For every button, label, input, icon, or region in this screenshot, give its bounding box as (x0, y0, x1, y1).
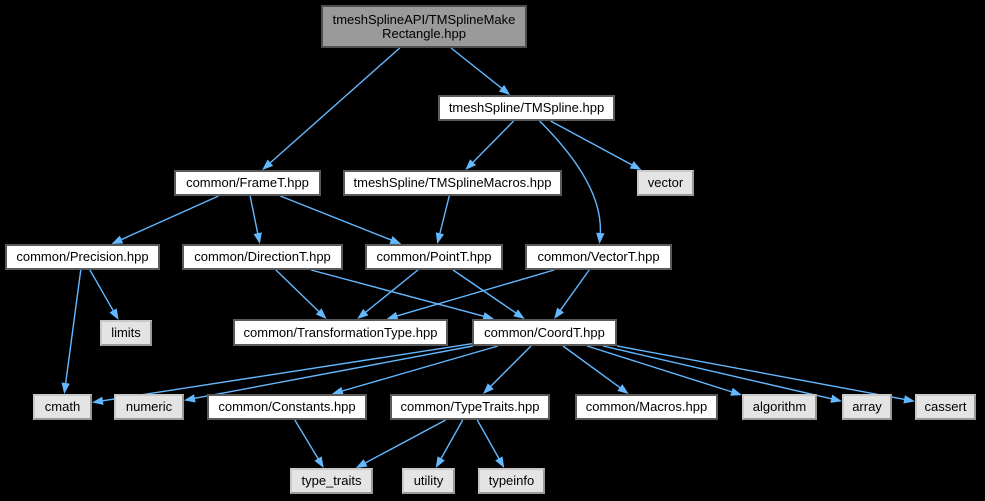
edge-tmspline-to-tmsmacros (471, 120, 515, 165)
graph-node-precision[interactable]: common/Precision.hpp (5, 244, 160, 270)
graph-node-root: tmeshSplineAPI/TMSplineMake Rectangle.hp… (321, 5, 527, 48)
edge-tmspline-to-vectort (539, 120, 602, 236)
graph-node-typeinfo: typeinfo (478, 468, 545, 494)
graph-node-cassert: cassert (915, 394, 976, 420)
arrowhead-root-to-tmspline (498, 84, 511, 95)
graph-node-numeric: numeric (114, 394, 184, 420)
arrowhead-tmspline-to-vectort (596, 232, 605, 244)
arrowhead-precision-to-cmath (61, 382, 70, 394)
arrowhead-tmsmacros-to-point (435, 232, 444, 244)
edge-frame-to-precision (119, 195, 219, 241)
arrowhead-constants-to-type_traits (314, 456, 324, 468)
edge-direction-to-coord (310, 269, 486, 318)
edge-coord-to-typetraits (488, 345, 532, 389)
graph-node-vectort[interactable]: common/VectorT.hpp (525, 244, 672, 270)
arrowhead-coord-to-cmath (92, 396, 104, 405)
edge-point-to-coord (452, 269, 518, 315)
arrowhead-vectort-to-coord (554, 307, 564, 319)
edge-coord-to-cmath (100, 343, 473, 402)
graph-node-type_traits: type_traits (290, 468, 373, 494)
arrowhead-typetraits-to-type_traits (355, 459, 368, 468)
edge-constants-to-type_traits (294, 419, 320, 461)
arrowhead-tmspline-to-vector (629, 161, 642, 170)
graph-node-tmsmacros[interactable]: tmeshSpline/TMSplineMacros.hpp (343, 170, 562, 196)
graph-node-point[interactable]: common/PointT.hpp (365, 244, 503, 270)
arrowhead-direction-to-transformation (315, 308, 327, 319)
arrowhead-coord-to-array (830, 394, 842, 403)
graph-node-coord[interactable]: common/CoordT.hpp (472, 319, 617, 346)
arrowhead-coord-to-typetraits (483, 383, 494, 394)
arrowhead-coord-to-constants (331, 386, 344, 395)
arrowhead-coord-to-algorithm (730, 387, 742, 396)
edge-root-to-frame (268, 47, 401, 165)
edge-precision-to-limits (89, 269, 115, 313)
edge-typetraits-to-type_traits (363, 419, 446, 465)
arrowhead-typetraits-to-typeinfo (495, 456, 505, 468)
edge-frame-to-point (280, 195, 394, 242)
graph-node-vector: vector (637, 170, 694, 196)
arrowhead-frame-to-direction (253, 232, 262, 244)
edge-coord-to-constants (340, 345, 499, 393)
edge-coord-to-algorithm (586, 345, 734, 394)
arrowhead-point-to-transformation (357, 308, 369, 319)
graph-node-algorithm: algorithm (742, 394, 817, 420)
arrowhead-frame-to-point (389, 236, 402, 244)
graph-node-limits: limits (100, 320, 152, 346)
arrowhead-coord-to-numeric (184, 394, 196, 403)
graph-node-constants[interactable]: common/Constants.hpp (207, 394, 367, 420)
arrowhead-vectort-to-transformation (386, 311, 399, 320)
edge-vectort-to-transformation (395, 269, 555, 318)
edge-direction-to-transformation (275, 269, 321, 314)
graph-node-macros[interactable]: common/Macros.hpp (575, 394, 718, 420)
arrowhead-precision-to-limits (109, 308, 119, 320)
edge-typetraits-to-typeinfo (476, 419, 501, 461)
edge-tmsmacros-to-point (438, 195, 450, 236)
graph-node-frame[interactable]: common/FrameT.hpp (174, 170, 321, 196)
edge-typetraits-to-utility (439, 419, 464, 461)
graph-node-typetraits[interactable]: common/TypeTraits.hpp (390, 394, 550, 420)
edge-coord-to-macros (562, 345, 622, 390)
arrowhead-point-to-coord (513, 309, 525, 319)
graph-node-cmath: cmath (33, 394, 92, 420)
arrowhead-root-to-frame (262, 159, 274, 170)
edge-coord-to-array (602, 345, 834, 400)
edge-precision-to-cmath (64, 269, 82, 386)
graph-node-tmspline[interactable]: tmeshSpline/TMSpline.hpp (438, 95, 615, 121)
arrowhead-frame-to-precision (111, 235, 124, 244)
graph-node-array: array (842, 394, 892, 420)
edge-coord-to-numeric (192, 345, 473, 400)
edge-root-to-tmspline (450, 47, 504, 90)
edge-frame-to-direction (249, 195, 259, 236)
arrowhead-typetraits-to-utility (435, 456, 445, 468)
graph-node-transformation[interactable]: common/TransformationType.hpp (233, 319, 448, 346)
graph-node-direction[interactable]: common/DirectionT.hpp (182, 244, 343, 270)
arrowhead-tmspline-to-tmsmacros (465, 159, 477, 170)
edge-vectort-to-coord (558, 269, 590, 313)
arrowhead-coord-to-cassert (903, 395, 915, 404)
edge-tmspline-to-vector (550, 120, 634, 167)
edge-coord-to-cassert (616, 345, 907, 401)
edge-point-to-transformation (363, 269, 419, 314)
arrowhead-direction-to-coord (482, 312, 495, 321)
arrowhead-coord-to-macros (617, 384, 629, 394)
graph-node-utility: utility (402, 468, 455, 494)
